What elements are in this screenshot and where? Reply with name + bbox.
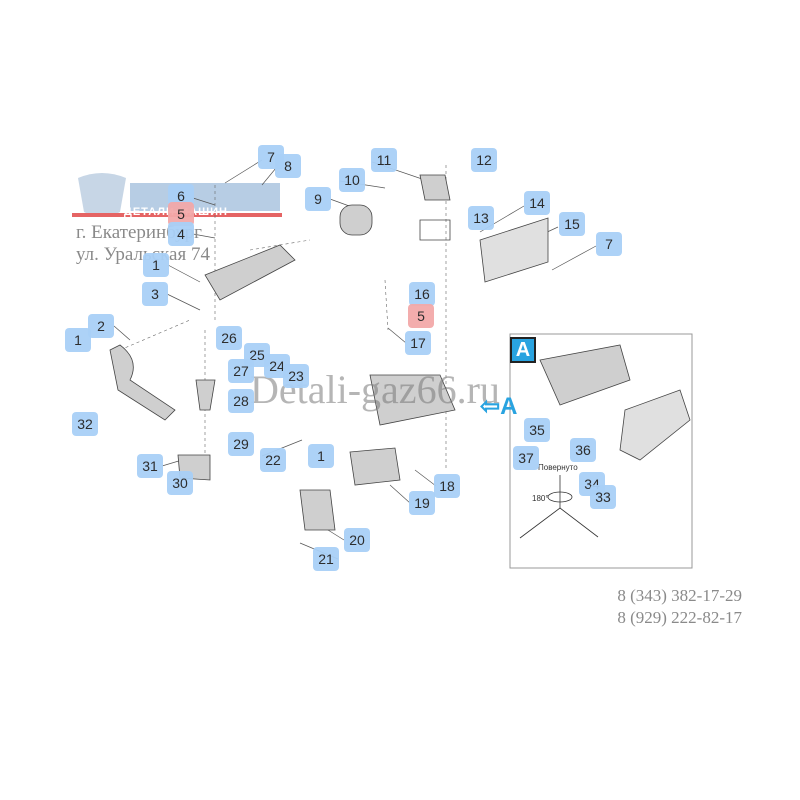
callout-9: 9	[305, 187, 331, 211]
callout-15: 15	[559, 212, 585, 236]
callout-13: 13	[468, 206, 494, 230]
view-arrow: ⇦A	[480, 392, 517, 421]
callout-29: 29	[228, 432, 254, 456]
callout-2: 2	[88, 314, 114, 338]
plate	[349, 447, 401, 486]
callout-20: 20	[344, 528, 370, 552]
callout-19: 19	[409, 491, 435, 515]
callout-14: 14	[524, 191, 550, 215]
rotation-angle: 180°	[532, 494, 549, 503]
callout-8: 8	[275, 154, 301, 178]
bellows	[339, 204, 373, 236]
callout-1: 1	[308, 444, 334, 468]
callout-30: 30	[167, 471, 193, 495]
phone-2: 8 (929) 222-82-17	[617, 608, 742, 627]
egr-cooler	[204, 244, 296, 301]
phone-1: 8 (343) 382-17-29	[617, 586, 742, 605]
callout-3: 3	[142, 282, 168, 306]
bracket	[619, 389, 691, 461]
egr-elbow	[419, 174, 451, 201]
axis-triad	[519, 475, 599, 539]
detail-frame	[509, 333, 693, 569]
callout-18: 18	[434, 474, 460, 498]
egr-pipe	[109, 344, 176, 421]
callout-17: 17	[405, 331, 431, 355]
callout-37: 37	[513, 446, 539, 470]
callout-4: 4	[168, 222, 194, 246]
address-street: ул. Уральская 74	[76, 244, 210, 265]
assembly-axes	[119, 165, 447, 470]
view-arrow-label: A	[500, 393, 518, 420]
callout-26: 26	[216, 326, 242, 350]
actuator	[539, 344, 631, 406]
callout-36: 36	[570, 438, 596, 462]
heat-shield	[479, 217, 549, 283]
callout-33: 33	[590, 485, 616, 509]
callout-28: 28	[228, 389, 254, 413]
callout-1: 1	[65, 328, 91, 352]
valve-body	[299, 489, 336, 531]
egr-valve	[369, 374, 456, 426]
callout-16: 16	[409, 282, 435, 306]
arrow-left-icon: ⇦	[480, 393, 501, 420]
thermostat	[195, 379, 216, 411]
callout-32: 32	[72, 412, 98, 436]
parts	[109, 174, 691, 531]
callout-11: 11	[371, 148, 397, 172]
callout-10: 10	[339, 168, 365, 192]
detail-view-label: A	[510, 337, 536, 363]
callout-27: 27	[228, 359, 254, 383]
callout-35: 35	[524, 418, 550, 442]
rotation-caption: Повернуто	[538, 463, 578, 472]
callout-23: 23	[283, 364, 309, 388]
gasket	[419, 219, 451, 241]
callout-22: 22	[260, 448, 286, 472]
callout-12: 12	[471, 148, 497, 172]
callout-5: 5	[408, 304, 434, 328]
callout-31: 31	[137, 454, 163, 478]
callout-1: 1	[143, 253, 169, 277]
callout-7: 7	[596, 232, 622, 256]
callout-21: 21	[313, 547, 339, 571]
